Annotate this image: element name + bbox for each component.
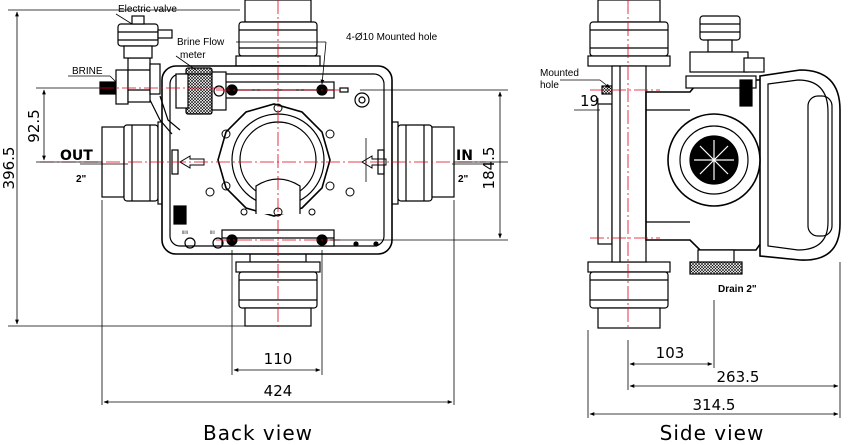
back-view-caption: Back view	[203, 421, 313, 445]
dim-width-263: 263.5	[717, 368, 760, 386]
side-electric-valve	[689, 15, 765, 107]
dim-offset-small: 19	[580, 92, 599, 110]
brine-label: BRINE	[72, 66, 103, 77]
motor-connector	[354, 92, 370, 108]
side-top-coupling	[587, 0, 671, 67]
controller-housing	[759, 69, 841, 261]
dim-height-right: 184.5	[480, 147, 498, 190]
side-view-caption: Side view	[660, 421, 765, 445]
side-dimension-lines	[560, 79, 841, 418]
electric-valve-label: Electric valve	[118, 4, 177, 15]
back-centerlines	[40, 0, 486, 328]
out-label: OUT	[60, 148, 93, 164]
electric-valve	[117, 15, 173, 59]
in-label: IN	[456, 148, 473, 164]
mounted-hole-label: 4-Ø10 Mounted hole	[346, 32, 438, 43]
side-mounted-hole-label-line1: Mounted	[540, 68, 579, 79]
side-view: Mounted hole 19 Drain 2" 103 263.5 314.5…	[540, 0, 841, 445]
dim-height-brine: 92.5	[25, 109, 43, 142]
dim-height-total: 396.5	[0, 147, 18, 190]
brine-flow-meter-label-line1: Brine Flow	[177, 37, 225, 48]
drain-label: Drain 2"	[718, 284, 757, 295]
svg-text:IIIII: IIIII	[182, 230, 188, 235]
drain-fitting	[689, 261, 743, 275]
back-dimension-lines	[8, 9, 508, 405]
side-centerlines	[590, 0, 660, 328]
side-mounted-hole-label-line2: hole	[540, 80, 559, 91]
brine-flow-meter-label-line2: meter	[180, 50, 206, 61]
out-size-label: 2"	[76, 174, 87, 185]
brine-flow-meter	[175, 67, 227, 115]
side-bottom-coupling	[587, 261, 671, 329]
flange-bolts	[205, 103, 355, 217]
brine-assembly	[99, 57, 181, 135]
dim-width-103: 103	[656, 344, 685, 362]
back-view: IIIII IIII	[0, 0, 508, 445]
out-flow-arrow	[179, 155, 205, 169]
dim-width-total: 424	[264, 382, 293, 400]
dim-width-inner: 110	[264, 350, 293, 368]
side-base-plate	[597, 103, 613, 245]
meter-connector	[173, 205, 187, 225]
in-size-label: 2"	[458, 174, 469, 185]
svg-text:IIII: IIII	[210, 230, 215, 235]
mounted-holes	[226, 84, 328, 246]
dim-width-314: 314.5	[693, 396, 736, 414]
sensor-port	[184, 237, 196, 249]
